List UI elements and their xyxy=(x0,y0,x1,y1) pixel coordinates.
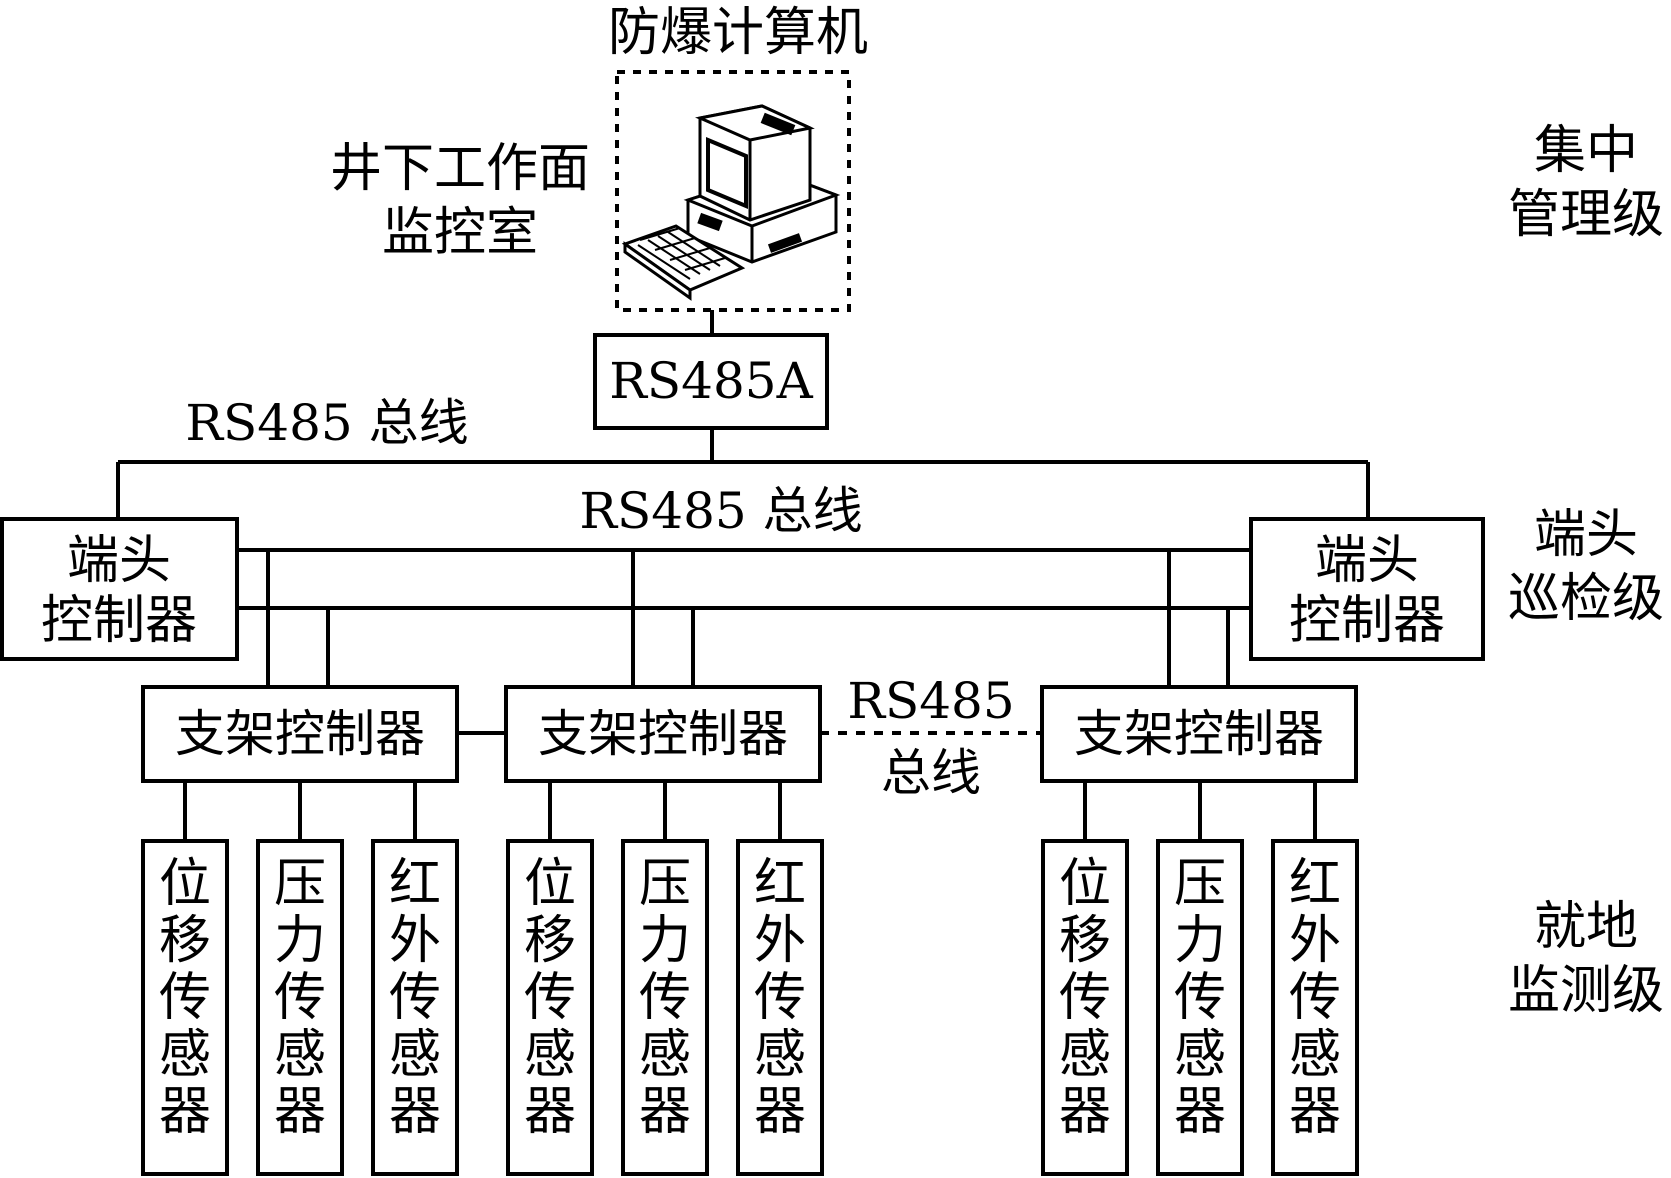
sensor-box: 红外传感器 xyxy=(371,839,459,1176)
sensor-box: 红外传感器 xyxy=(736,839,824,1176)
sensor-box: 位移传感器 xyxy=(1041,839,1129,1176)
end-controller-left-line-1: 端头 xyxy=(67,531,171,591)
sensor-label: 红外传感器 xyxy=(1289,854,1341,1142)
sensors: 位移传感器 压力传感器 红外传感器 位移传感器 压力传感器 红外传感器 位移传感器 压力传感器… xyxy=(141,839,1359,1176)
sensor-label: 压力传感器 xyxy=(639,854,691,1142)
sensor-label: 压力传感器 xyxy=(274,854,326,1142)
level-management-line-2: 管理级 xyxy=(1508,185,1664,245)
level-inspection-line-2: 巡检级 xyxy=(1508,569,1664,629)
sensor-label: 红外传感器 xyxy=(389,854,441,1142)
support-controller-2-label: 支架控制器 xyxy=(538,705,788,763)
sensor-box: 位移传感器 xyxy=(506,839,594,1176)
computer-title: 防爆计算机 xyxy=(608,3,868,63)
level-inspection-line-1: 端头 xyxy=(1534,505,1638,565)
rs485a-box xyxy=(593,333,829,430)
end-controller-right-line-2: 控制器 xyxy=(1289,591,1445,651)
end-controller-right-line-1: 端头 xyxy=(1315,531,1419,591)
sensor-label: 位移传感器 xyxy=(159,854,211,1142)
room-label-line-1: 井下工作面 xyxy=(330,139,590,199)
level-monitoring-line-1: 就地 xyxy=(1534,897,1638,957)
sensor-box: 压力传感器 xyxy=(256,839,344,1176)
support-controller-3: 支架控制器 xyxy=(1040,685,1358,783)
end-controller-left: 端头 控制器 xyxy=(0,517,239,661)
sensor-box: 压力传感器 xyxy=(1156,839,1244,1176)
sensor-box: 压力传感器 xyxy=(621,839,709,1176)
sensor-box: 红外传感器 xyxy=(1271,839,1359,1176)
dashed-bus-label-line-1: RS485 xyxy=(847,672,1014,730)
sensor-label: 红外传感器 xyxy=(754,854,806,1142)
computer-icon xyxy=(621,104,841,301)
end-controller-left-line-2: 控制器 xyxy=(41,591,197,651)
sensor-label: 压力传感器 xyxy=(1174,854,1226,1142)
sensor-label: 位移传感器 xyxy=(524,854,576,1142)
computer-dashed-frame xyxy=(615,70,851,312)
support-controller-2: 支架控制器 xyxy=(504,685,822,783)
rs485a-label: RS485A xyxy=(609,352,813,410)
room-label-line-2: 监控室 xyxy=(382,203,538,263)
support-controller-3-label: 支架控制器 xyxy=(1074,705,1324,763)
middle-bus-label: RS485 总线 xyxy=(579,482,862,540)
support-controller-1: 支架控制器 xyxy=(141,685,459,783)
level-monitoring-line-2: 监测级 xyxy=(1508,961,1664,1021)
level-management-line-1: 集中 xyxy=(1534,121,1638,181)
upper-bus-label: RS485 总线 xyxy=(185,394,468,452)
sensor-box: 位移传感器 xyxy=(141,839,229,1176)
support-controller-1-label: 支架控制器 xyxy=(175,705,425,763)
sensor-label: 位移传感器 xyxy=(1059,854,1111,1142)
wires xyxy=(116,310,1370,841)
dashed-bus-label-line-2: 总线 xyxy=(881,744,981,802)
end-controller-right: 端头 控制器 xyxy=(1249,517,1485,661)
